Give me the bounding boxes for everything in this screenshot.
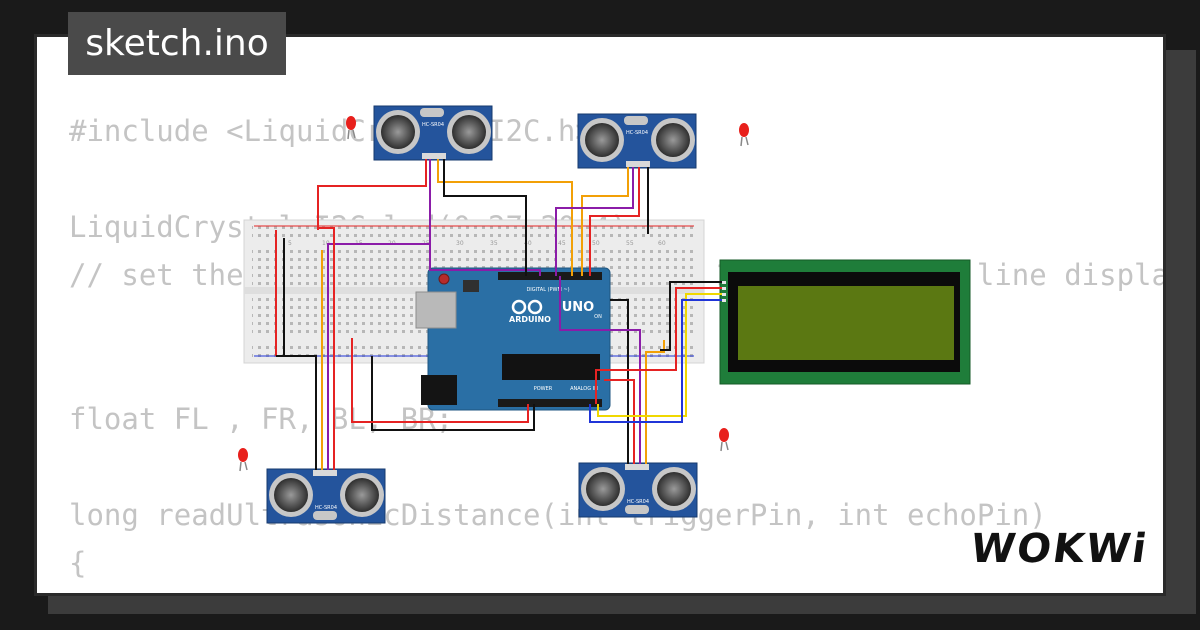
on-label: ON: [594, 314, 602, 320]
column-label: 60: [658, 240, 666, 247]
power-label: POWER: [534, 386, 553, 392]
column-label: 10: [322, 240, 330, 247]
column-label: 5: [288, 240, 292, 247]
ultrasonic-sensor: HC-SR04: [266, 468, 386, 524]
ultrasonic-sensor: HC-SR04: [578, 462, 698, 518]
wiring: [275, 159, 722, 470]
ultrasonic-sensor: HC-SR04: [373, 105, 493, 161]
wokwi-logo: WOKWi: [967, 526, 1152, 572]
sensor-label: HC-SR04: [626, 130, 648, 136]
analog-header: [498, 399, 602, 407]
column-label: 35: [490, 240, 498, 247]
column-label: 30: [456, 240, 464, 247]
sensor-label: HC-SR04: [315, 505, 337, 511]
analog-label: ANALOG IN: [570, 386, 598, 392]
power-jack: [421, 375, 457, 405]
digital-header: [498, 272, 602, 280]
led-icon: [346, 116, 356, 140]
sensor-label: HC-SR04: [627, 499, 649, 505]
atmega-chip: [502, 354, 600, 380]
column-label: 45: [558, 240, 566, 247]
column-label: 55: [626, 240, 634, 247]
column-label: 50: [592, 240, 600, 247]
led-icon: [739, 123, 749, 147]
arduino-logo-icon: [511, 299, 543, 315]
code-line: {: [69, 546, 87, 580]
board-model: UNO: [562, 300, 595, 315]
sensor-label: HC-SR04: [422, 122, 444, 128]
column-label: 40: [524, 240, 532, 247]
reset-button: [438, 273, 450, 285]
led-icon: [238, 448, 248, 472]
ultrasonic-sensor: HC-SR04: [577, 113, 697, 169]
arduino-uno: UNO ARDUINO DIGITAL (PWM ~) ANALOG IN PO…: [415, 267, 611, 411]
file-tab[interactable]: sketch.ino: [68, 12, 286, 75]
code-line: float FL , FR, BL, BR;: [69, 402, 454, 436]
code-background: #include <LiquidCrystal_I2C.h>LiquidCrys…: [69, 107, 1163, 593]
board-brand: ARDUINO: [509, 315, 551, 324]
digital-label: DIGITAL (PWM ~): [526, 287, 569, 293]
usb-port: [415, 291, 457, 329]
led-icon: [719, 428, 729, 452]
lcd-display: [719, 259, 971, 385]
